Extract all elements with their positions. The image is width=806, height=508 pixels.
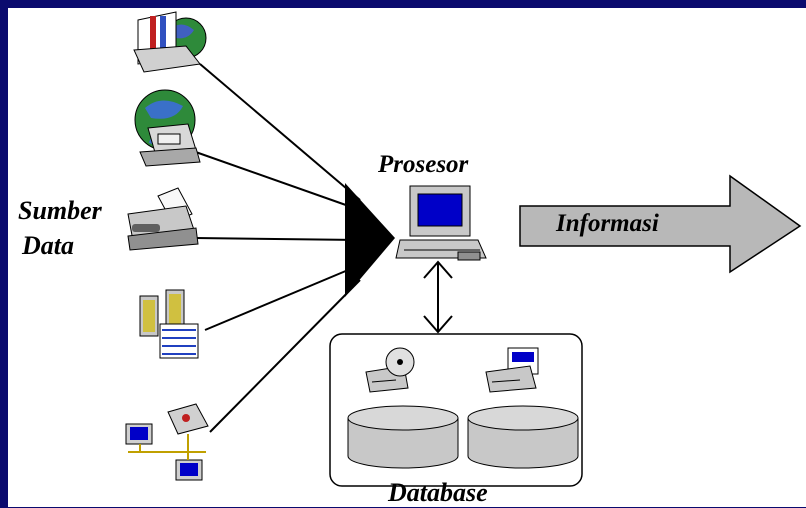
network-computers-icon (125, 403, 209, 481)
cd-drive-icon (365, 347, 415, 393)
source-label-line1: Sumber (18, 196, 102, 225)
computer-icon (395, 185, 487, 261)
floppy-drive-icon (485, 347, 539, 393)
funnel-triangle (345, 183, 395, 297)
database-cylinder-2 (467, 405, 579, 469)
database-cylinder-1 (347, 405, 459, 469)
source-connectors (189, 63, 361, 433)
film-reel-icon (139, 289, 199, 359)
database-label: Database (388, 478, 488, 507)
mail-globe-icon (133, 11, 207, 73)
connector-line-3 (194, 237, 361, 241)
telephone-globe-icon (134, 89, 201, 167)
fax-machine-icon (127, 187, 199, 251)
connector-line-4 (204, 264, 361, 331)
bidirectional-arrow (423, 260, 453, 334)
information-label: Informasi (556, 210, 659, 237)
source-label-line2: Data (22, 231, 74, 260)
output-arrow (519, 174, 802, 274)
processor-label: Prosesor (378, 151, 469, 178)
connector-line-2 (189, 149, 361, 211)
connector-line-1 (199, 63, 361, 201)
connector-line-5 (209, 279, 361, 433)
